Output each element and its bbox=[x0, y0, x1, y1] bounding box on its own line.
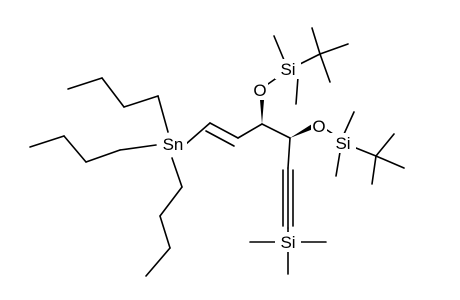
oxygen-label: O bbox=[253, 81, 266, 100]
bond bbox=[85, 149, 121, 163]
bond bbox=[67, 77, 103, 90]
butyl-chain-lower bbox=[145, 157, 183, 277]
silicon-label: Si bbox=[335, 134, 350, 153]
bond bbox=[119, 144, 157, 151]
bond bbox=[287, 137, 291, 169]
silicon-atom-label-lower: Si bbox=[330, 133, 356, 153]
bond bbox=[205, 130, 235, 147]
bond bbox=[145, 247, 171, 277]
bond bbox=[209, 122, 239, 139]
bond bbox=[295, 76, 299, 105]
silicon-atom-label-bottom: Si bbox=[275, 232, 301, 252]
bond bbox=[343, 111, 355, 135]
bond bbox=[171, 157, 183, 188]
bond bbox=[355, 147, 377, 157]
bond bbox=[157, 95, 169, 133]
bond bbox=[273, 35, 285, 61]
butyl-chain-upper bbox=[67, 77, 169, 133]
bond bbox=[159, 186, 183, 217]
silicon-atom-label-upper: Si bbox=[275, 59, 301, 79]
bond bbox=[101, 77, 125, 108]
silicon-label: Si bbox=[280, 60, 295, 79]
oxygen-atom-label-upper: O bbox=[252, 80, 268, 100]
alkyne-triple-bond bbox=[282, 167, 294, 229]
bond bbox=[261, 123, 291, 139]
bond bbox=[237, 123, 263, 139]
oxygen-atom-label-lower: O bbox=[311, 116, 327, 136]
bond bbox=[29, 135, 65, 148]
silicon-label: Si bbox=[280, 233, 295, 252]
tms-group bbox=[249, 227, 327, 275]
tin-atom-label: Sn bbox=[159, 134, 187, 154]
bond bbox=[311, 27, 321, 55]
bond bbox=[371, 155, 377, 185]
tin-label: Sn bbox=[163, 135, 184, 154]
stereo-wedge-bond bbox=[259, 95, 265, 124]
bond bbox=[319, 53, 331, 83]
bond bbox=[375, 155, 405, 169]
bond bbox=[319, 43, 349, 55]
vinyl-double-bond bbox=[205, 122, 239, 147]
butyl-chain-middle bbox=[29, 135, 157, 163]
tbdms-group-upper bbox=[273, 27, 349, 105]
bond bbox=[185, 122, 211, 145]
bond bbox=[375, 133, 395, 157]
bond bbox=[123, 95, 159, 108]
tbdms-group-lower bbox=[335, 111, 405, 185]
stereo-wedge-bond bbox=[290, 124, 315, 138]
bond bbox=[63, 135, 87, 163]
bond bbox=[335, 151, 341, 177]
bond bbox=[299, 53, 321, 65]
bond bbox=[159, 215, 171, 249]
oxygen-label: O bbox=[312, 117, 325, 136]
